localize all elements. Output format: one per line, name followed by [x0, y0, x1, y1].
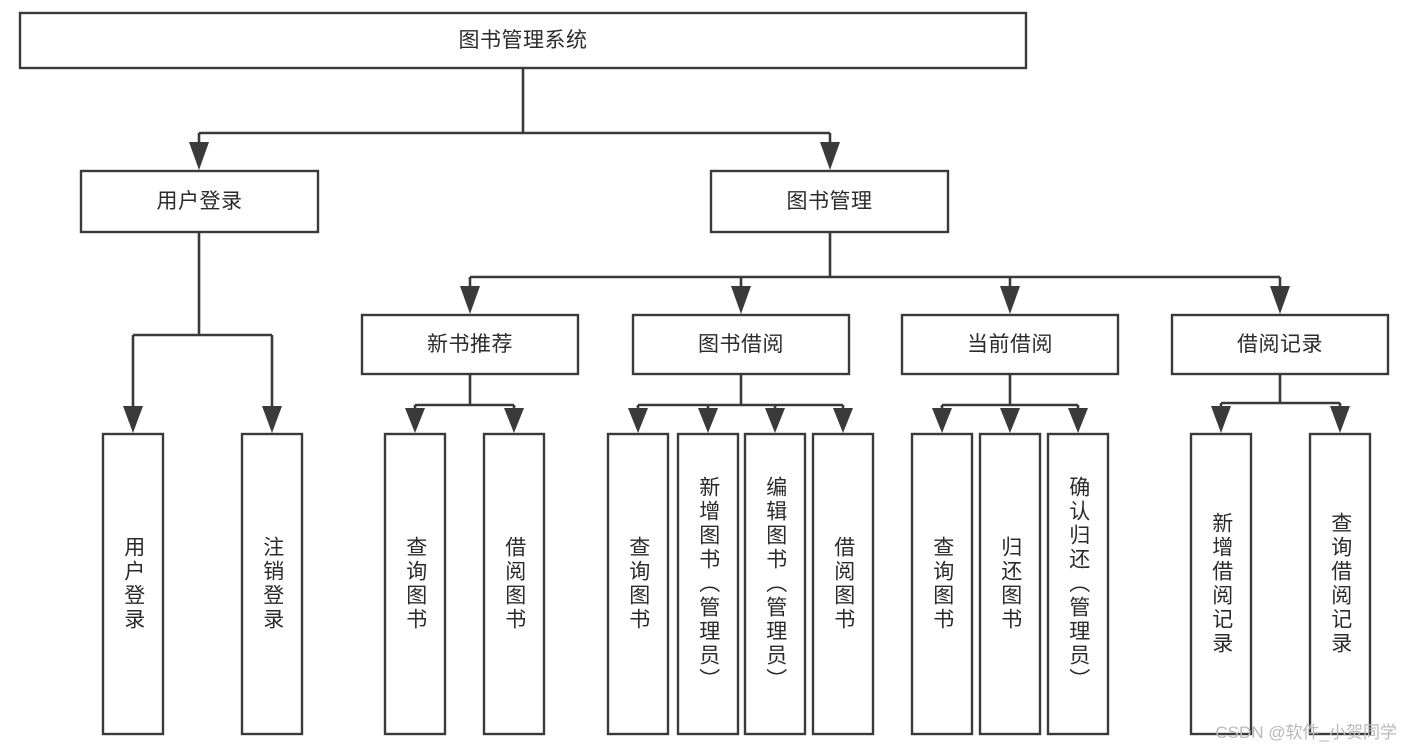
arrow-head-icon	[1068, 408, 1088, 433]
connector-root-to-level2	[189, 68, 840, 170]
node-box-leaf[interactable]	[482, 432, 546, 736]
arrow-head-icon	[504, 408, 524, 433]
node-box-new-book-recommend[interactable]	[360, 313, 580, 376]
arrow-head-icon	[731, 286, 751, 314]
arrow-head-icon	[833, 408, 853, 433]
node-box-leaf[interactable]	[383, 432, 447, 736]
arrow-head-icon	[765, 408, 785, 433]
node-box-borrow-record[interactable]	[1170, 313, 1390, 376]
arrow-head-icon	[262, 406, 282, 433]
arrow-head-icon	[460, 286, 480, 314]
arrow-head-icon	[1330, 406, 1350, 433]
node-box-leaf[interactable]	[240, 432, 304, 736]
node-box-leaf[interactable]	[910, 432, 974, 736]
arrow-head-icon	[1270, 286, 1290, 314]
connector-current-to-leaves	[932, 374, 1088, 433]
node-box-leaf[interactable]	[1189, 432, 1253, 736]
connector-newbook-to-leaves	[405, 374, 524, 433]
node-box-book-borrow[interactable]	[631, 313, 851, 376]
node-box-leaf[interactable]	[606, 432, 670, 736]
arrow-head-icon	[1000, 286, 1020, 314]
arrow-head-icon	[932, 408, 952, 433]
node-box-leaf[interactable]	[743, 432, 807, 736]
arrow-head-icon	[405, 408, 425, 433]
connector-bookmgmt-to-level3	[460, 232, 1290, 314]
arrow-head-icon	[698, 408, 718, 433]
arrow-head-icon	[123, 406, 143, 433]
node-box-user-login[interactable]	[79, 169, 320, 234]
arrow-head-icon	[1211, 406, 1231, 433]
node-box-current-borrow[interactable]	[900, 313, 1120, 376]
node-box-leaf[interactable]	[676, 432, 740, 736]
node-box-leaf[interactable]	[811, 432, 875, 736]
node-box-leaf[interactable]	[1046, 432, 1110, 736]
arrow-head-icon	[1000, 408, 1020, 433]
connector-record-to-leaves	[1211, 374, 1350, 433]
node-box-leaf[interactable]	[1308, 432, 1372, 736]
arrow-head-icon	[628, 408, 648, 433]
arrow-head-icon	[189, 142, 209, 170]
node-box-leaf[interactable]	[978, 432, 1042, 736]
node-box-leaf[interactable]	[101, 432, 165, 736]
node-box-root[interactable]	[18, 11, 1028, 70]
connector-login-to-leaves	[123, 232, 282, 433]
connector-borrow-to-leaves	[628, 374, 853, 433]
node-box-book-management[interactable]	[709, 169, 950, 234]
arrow-head-icon	[820, 142, 840, 170]
